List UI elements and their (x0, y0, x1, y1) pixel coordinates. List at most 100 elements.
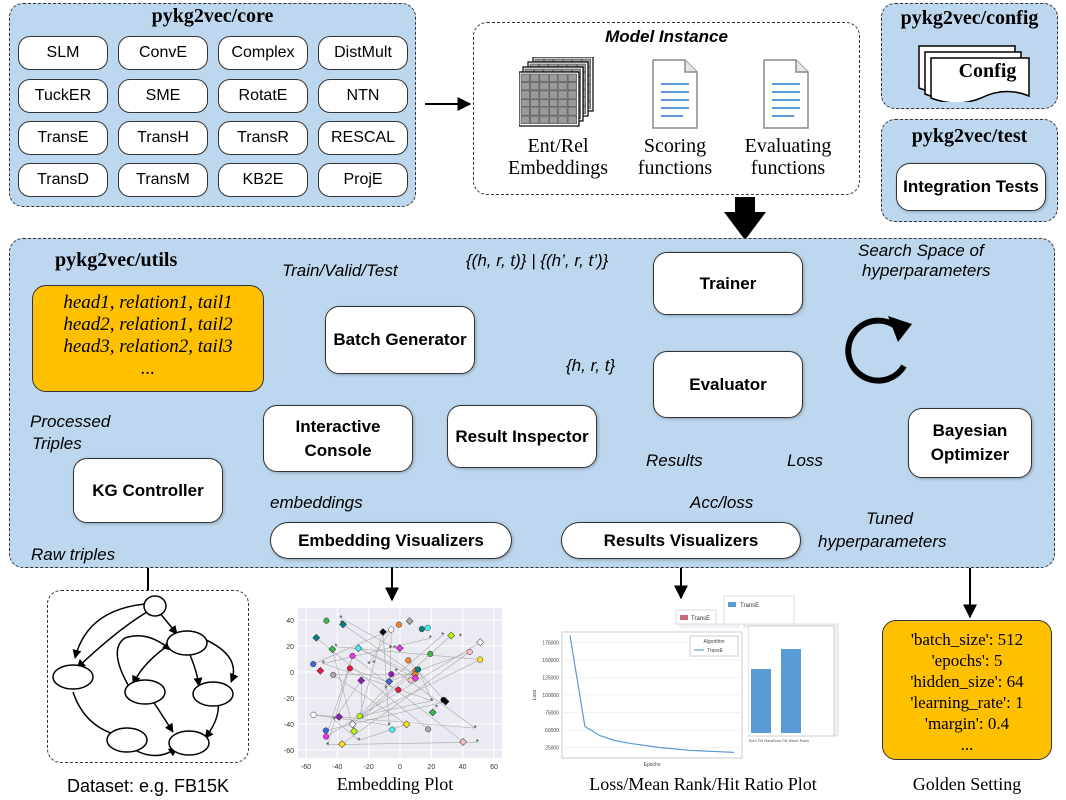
results-visualizers-box: Results Visualizers (561, 522, 801, 559)
emb-point (346, 665, 353, 672)
emb-point (328, 645, 337, 654)
emb-point: * (393, 644, 396, 653)
emb-x-tick: -20 (364, 764, 374, 771)
trainer-box: Trainer (653, 252, 803, 315)
config-label: Config (958, 60, 1017, 82)
emb-point (477, 656, 484, 663)
acc-loss-label: Acc/loss (690, 493, 754, 512)
emb-y-tick: 40 (286, 618, 294, 625)
hrt-label: {h, r, t} (566, 356, 616, 375)
core-model-conve: ConvE (118, 36, 208, 70)
emb-point: * (372, 659, 375, 668)
core-model-transd: TransD (18, 163, 108, 197)
emb-point (415, 666, 422, 673)
emb-point: * (435, 703, 438, 712)
emb-point (349, 652, 356, 659)
golden-caption: Golden Setting (912, 774, 1022, 794)
emb-x-tick: -40 (332, 764, 342, 771)
core-model-kb2e: KB2E (218, 163, 308, 197)
model-item-evaluating: Evaluating functions (744, 135, 832, 179)
emb-point (405, 617, 414, 625)
utils-title: pykg2vec/utils (55, 249, 178, 271)
bar-caption: Sum Filt Rank (748, 738, 773, 743)
emb-point (312, 633, 321, 642)
core-model-transe: TransE (18, 121, 108, 155)
cycle-icon (845, 316, 912, 384)
bar (751, 669, 771, 733)
emb-x-tick: -60 (301, 764, 311, 771)
model-item-embeddings: Ent/Rel Embeddings (508, 135, 608, 179)
triple-line: head2, relation1, tail2 (63, 314, 233, 335)
model-item-scoring: Scoring functions (637, 135, 713, 179)
bar-caption: Sum Filt Mean Rank (773, 738, 809, 743)
loss-plot-caption: Loss/Mean Rank/Hit Ratio Plot (589, 774, 817, 794)
emb-point: * (395, 667, 398, 676)
emb-point: * (334, 643, 337, 652)
loss-y-tick: 75000 (545, 711, 559, 717)
integration-tests-box: Integration Tests (896, 163, 1046, 211)
loss-legend-title: Algorithm (703, 639, 724, 645)
emb-point (316, 666, 325, 675)
loss-x-label: Epochs (644, 762, 661, 768)
core-model-tucker: TuckER (18, 79, 108, 113)
emb-point (447, 631, 456, 640)
result-inspector-box: Result Inspector (447, 405, 597, 468)
core-model-complex: Complex (218, 36, 308, 70)
core-model-distmult: DistMult (318, 36, 408, 70)
core-model-transr: TransR (218, 121, 308, 155)
config-title: pykg2vec/config (900, 7, 1039, 29)
golden-setting-lines: 'batch_size': 512'epochs': 5'hidden_size… (882, 629, 1052, 755)
search-space-label-2: hyperparameters (862, 261, 991, 280)
emb-point (388, 626, 395, 633)
loss-y-tick: 150000 (542, 658, 559, 664)
bar (781, 649, 801, 733)
loss-y-label: Loss (532, 689, 538, 700)
emb-point: * (430, 697, 433, 706)
golden-setting-line: 'epochs': 5 (931, 651, 1003, 670)
emb-point (379, 628, 387, 636)
loss-y-tick: 25000 (545, 746, 559, 752)
triple-line: head1, relation1, tail1 (63, 292, 233, 313)
emb-point (418, 626, 425, 633)
emb-point: * (322, 660, 325, 669)
golden-setting-line: 'margin': 0.4 (924, 714, 1010, 733)
search-space-label-1: Search Space of (858, 241, 984, 260)
emb-point (310, 711, 317, 718)
core-model-ntn: NTN (318, 79, 408, 113)
emb-point: * (326, 741, 329, 750)
emb-point (407, 677, 414, 684)
config-files-icon (918, 45, 1030, 102)
loss-y-tick: 50000 (545, 728, 559, 734)
test-title: pykg2vec/test (911, 125, 1028, 147)
emb-y-tick: -60 (284, 748, 294, 755)
dataset-caption: Dataset: e.g. FB15K (66, 776, 230, 796)
results-label: Results (646, 451, 703, 470)
emb-point: * (340, 619, 343, 628)
emb-point (427, 650, 434, 657)
triples-box (32, 285, 264, 392)
emb-point (354, 644, 363, 653)
processed-triples-label-2: Triples (32, 434, 82, 453)
emb-point: * (459, 633, 462, 642)
emb-y-tick: 20 (286, 644, 294, 651)
embedding-matrix-icon (519, 57, 594, 127)
loss-series-line (569, 635, 735, 753)
core-model-sme: SME (118, 79, 208, 113)
emb-point (338, 740, 346, 749)
emb-point (322, 733, 330, 740)
emb-point (350, 727, 358, 736)
batch-generator-box: Batch Generator (325, 306, 475, 374)
emb-point (476, 638, 485, 647)
core-model-slm: SLM (18, 36, 108, 70)
core-model-rescal: RESCAL (318, 121, 408, 155)
golden-setting-line: ... (960, 735, 974, 754)
emb-point (348, 720, 357, 729)
emb-point (405, 657, 412, 664)
negative-sampling-label: {(h, r, t)} | {(h’, r, t’)} (466, 251, 609, 270)
emb-point: * (441, 631, 444, 640)
loss-y-tick: 175000 (542, 641, 559, 647)
emb-y-tick: 0 (290, 670, 294, 677)
tuned-label-1: Tuned (866, 509, 913, 528)
